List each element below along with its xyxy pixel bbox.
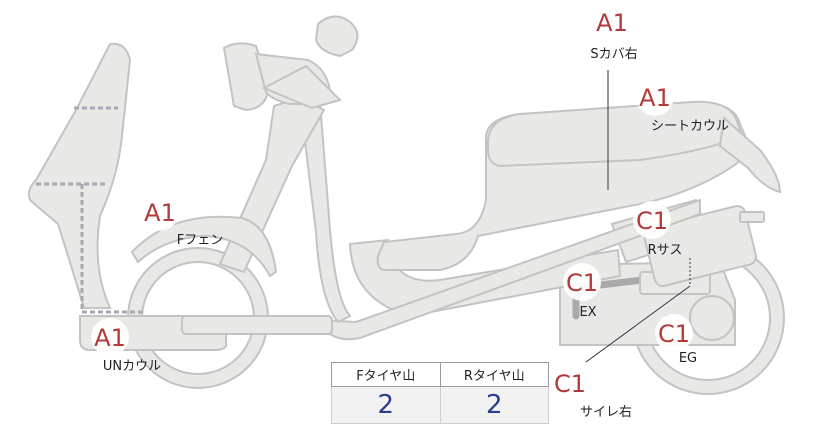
grade-under-cowl: A1	[94, 324, 126, 352]
callout-seat-cowl: A1 シートカウル	[636, 78, 729, 134]
engine-hub	[689, 295, 735, 341]
label-s-cover-right: Sカバ右	[590, 47, 637, 62]
label-muffler-right: サイレ右	[580, 405, 632, 420]
label-rear-suspension: Rサス	[648, 243, 683, 258]
scooter-illustration	[27, 15, 785, 395]
tire-tread-value-row: 2 2	[331, 386, 549, 424]
grade-front-fender: A1	[144, 199, 176, 227]
callout-rear-suspension: C1 Rサス	[633, 201, 682, 258]
mirror	[314, 15, 359, 58]
part-callouts: A1 Sカバ右 A1 シートカウル A1 Fフェン C1 Rサス C1 EX	[91, 3, 729, 420]
label-under-cowl: UNカウル	[103, 359, 161, 374]
grade-s-cover-right: A1	[596, 9, 628, 37]
label-exhaust: EX	[579, 305, 596, 320]
label-engine: EG	[679, 351, 697, 366]
leader-lines	[585, 70, 691, 363]
callout-under-cowl: A1 UNカウル	[91, 318, 161, 374]
callout-engine: C1 EG	[655, 314, 697, 366]
rear-tire-tread-value: 2	[439, 386, 549, 424]
grade-rear-suspension: C1	[636, 207, 668, 235]
tire-tread-header-row: Fタイヤ山 Rタイヤ山	[331, 362, 549, 387]
grade-exhaust: C1	[566, 269, 598, 297]
callout-muffler-right: C1 サイレ右	[551, 364, 632, 420]
callout-exhaust: C1 EX	[563, 263, 601, 320]
callout-s-cover-right: A1 Sカバ右	[590, 3, 638, 62]
tail-cowl	[718, 116, 782, 194]
leader-muffler-right	[585, 285, 691, 363]
front-tire-tread-header: Fタイヤ山	[331, 362, 441, 387]
rear-tire-tread-header: Rタイヤ山	[439, 362, 549, 387]
front-tire-tread-value: 2	[331, 386, 441, 424]
front-fender	[130, 215, 278, 278]
label-front-fender: Fフェン	[177, 233, 223, 248]
grade-seat-cowl: A1	[639, 84, 671, 112]
tire-tread-table: Fタイヤ山 Rタイヤ山 2 2	[331, 362, 549, 424]
grade-muffler-right: C1	[554, 370, 586, 398]
grade-engine: C1	[658, 320, 690, 348]
leg-shield	[27, 42, 132, 309]
label-seat-cowl: シートカウル	[651, 119, 729, 134]
callout-front-fender: A1 Fフェン	[141, 193, 223, 248]
